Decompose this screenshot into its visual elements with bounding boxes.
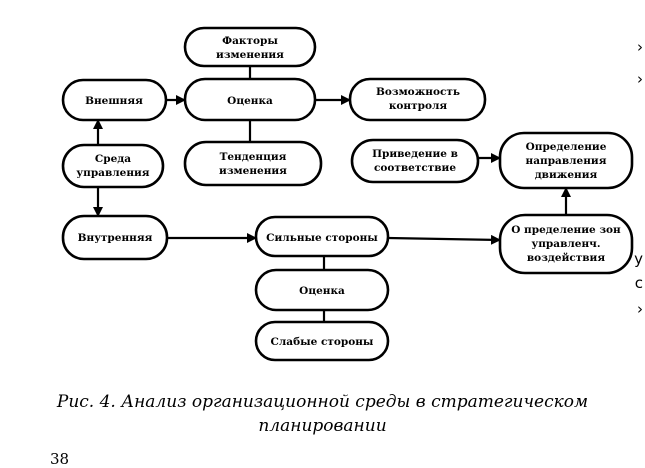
node-strengths-label: Сильные стороны <box>266 232 378 244</box>
node-assessment-mid: Оценка <box>254 268 390 312</box>
node-external: Внешняя <box>61 78 168 122</box>
node-direction-definition: Определение направления движения <box>498 131 634 190</box>
node-change-trend: Тенденция изменения <box>183 140 323 187</box>
node-assessment-top: Оценка <box>183 77 317 122</box>
node-alignment-label-1: Приведение в <box>372 148 458 160</box>
node-change-factors-label-2: изменения <box>216 49 284 61</box>
page-number: 38 <box>50 450 70 468</box>
node-internal-label: Внутренняя <box>78 232 153 244</box>
node-direction-definition-label-3: движения <box>535 169 598 181</box>
node-control-possibility-label-1: Возможность <box>376 86 460 98</box>
node-change-factors: Факторы изменения <box>183 26 317 68</box>
node-control-possibility-label-2: контроля <box>389 100 448 112</box>
node-weaknesses: Слабые стороны <box>254 320 390 362</box>
node-alignment-label-2: соответствие <box>374 162 456 174</box>
node-weaknesses-label: Слабые стороны <box>271 336 374 348</box>
node-direction-definition-label-2: направления <box>526 155 607 167</box>
node-assessment-top-label: Оценка <box>227 95 273 107</box>
figure-caption-line-1: Рис. 4. Анализ организационной среды в с… <box>56 392 589 412</box>
connectors <box>93 66 571 322</box>
node-management-environment-label-2: управления <box>76 167 149 179</box>
node-management-zones-label-2: управленч. <box>532 238 601 250</box>
node-change-trend-label-1: Тенденция <box>220 151 287 163</box>
node-management-environment: Среда управления <box>61 143 165 189</box>
node-management-zones-label-1: О пределение зон <box>511 224 621 236</box>
node-control-possibility: Возможность контроля <box>348 77 487 122</box>
edge-strengths-to-zones <box>387 234 501 245</box>
node-strengths: Сильные стороны <box>254 215 390 258</box>
margin-mark-4: с <box>634 274 643 292</box>
node-external-label: Внешняя <box>85 95 143 107</box>
node-internal: Внутренняя <box>61 214 169 261</box>
node-management-zones-label-3: воздействия <box>527 252 605 264</box>
margin-mark-5: › <box>637 300 643 318</box>
node-change-trend-label-2: изменения <box>219 165 287 177</box>
margin-mark-1: › <box>637 38 643 56</box>
node-change-factors-label-1: Факторы <box>222 35 278 47</box>
node-assessment-mid-label: Оценка <box>299 285 345 297</box>
figure-caption-line-2: планировании <box>258 416 387 436</box>
node-management-environment-label-1: Среда <box>95 153 131 165</box>
margin-mark-3: у <box>634 250 643 268</box>
margin-mark-2: › <box>637 70 643 88</box>
node-alignment: Приведение в соответствие <box>350 138 480 184</box>
node-management-zones: О пределение зон управленч. воздействия <box>498 213 634 275</box>
node-direction-definition-label-1: Определение <box>526 141 607 153</box>
